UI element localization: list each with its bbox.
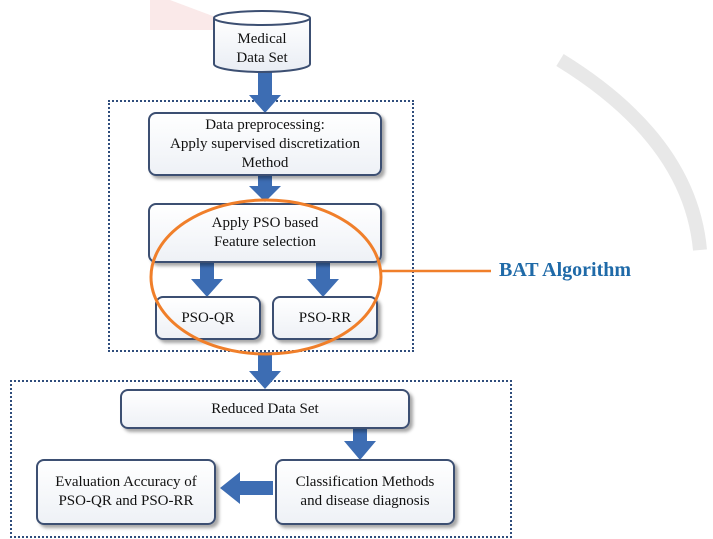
pso-rr-label: PSO-RR <box>298 309 352 326</box>
bat-algorithm-label: BAT Algorithm <box>499 259 632 281</box>
bat-ellipse <box>149 198 383 356</box>
reduced-data-set-box: Reduced Data Set <box>120 389 410 429</box>
pso-qr-box: PSO-QR <box>155 296 261 340</box>
classification-box: Classification Methods and disease diagn… <box>275 459 455 525</box>
arrow-classification-to-evaluation <box>220 472 273 504</box>
pso-rr-box: PSO-RR <box>272 296 378 340</box>
reduced-data-set-label: Reduced Data Set <box>211 400 319 417</box>
medical-data-set-cylinder-icon <box>213 10 311 73</box>
evaluation-label: Evaluation Accuracy of PSO-QR and PSO-RR <box>55 474 197 509</box>
arrow-pso-to-rr <box>307 262 339 297</box>
pso-feature-selection-label: Apply PSO based Feature selection <box>211 215 319 250</box>
evaluation-box: Evaluation Accuracy of PSO-QR and PSO-RR <box>36 459 216 525</box>
arrow-to-reduced <box>249 352 281 389</box>
arrow-pso-to-qr <box>191 262 223 297</box>
medical-data-set-label: Medical Data Set <box>236 31 288 66</box>
pso-feature-selection-box: Apply PSO based Feature selection <box>148 203 382 263</box>
arrows <box>191 70 376 504</box>
arrow-preprocessing-to-pso <box>249 175 281 202</box>
pso-qr-label: PSO-QR <box>181 309 235 326</box>
arrow-medical-to-preprocessing <box>249 70 281 113</box>
classification-label: Classification Methods and disease diagn… <box>295 474 435 509</box>
arrow-reduced-to-classification <box>344 428 376 460</box>
preprocessing-label: Data preprocessing: Apply supervised dis… <box>170 116 360 171</box>
preprocessing-box: Data preprocessing: Apply supervised dis… <box>148 112 382 176</box>
